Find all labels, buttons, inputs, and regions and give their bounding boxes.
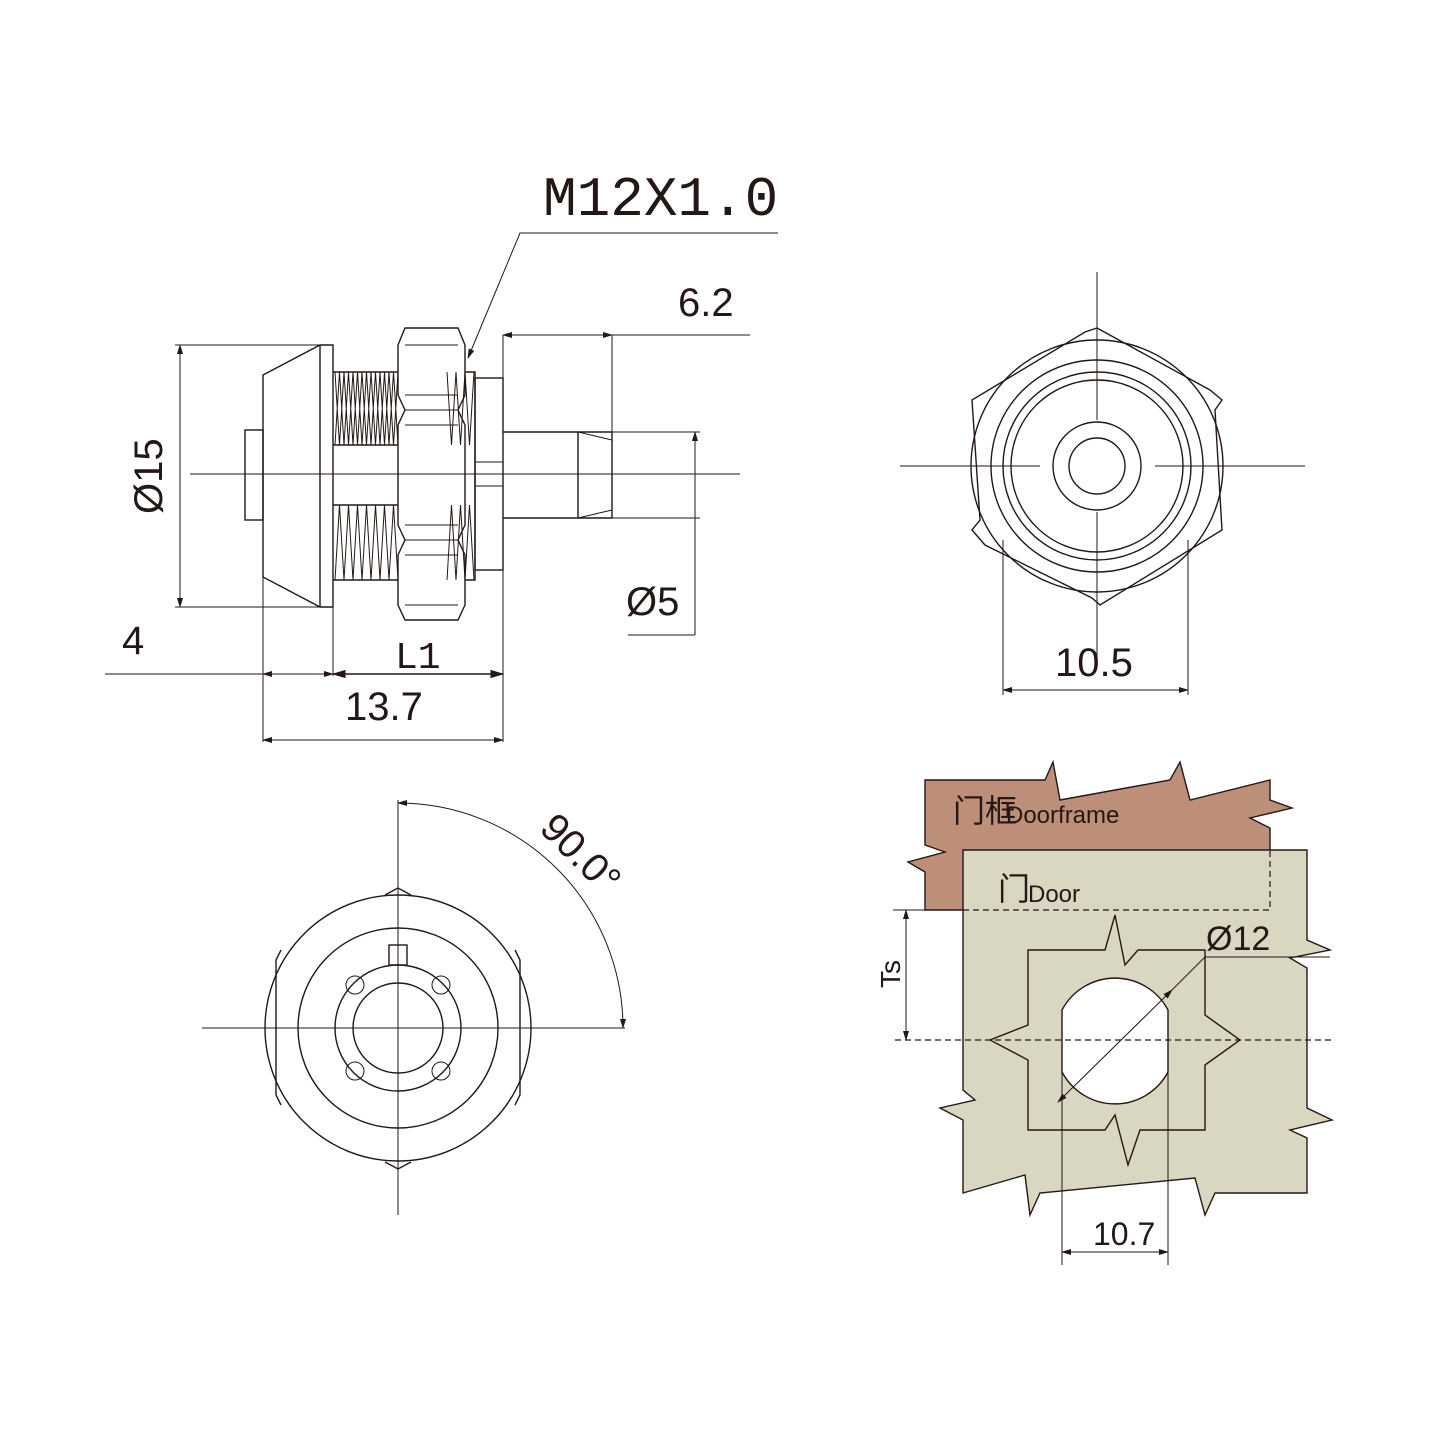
hidden-edge [963, 850, 1271, 911]
flange [262, 344, 334, 608]
hex-nut [397, 327, 466, 621]
dim-flange-diameter: Ø15 [127, 438, 171, 514]
leader [1171, 956, 1206, 991]
cutout-outline [988, 914, 1242, 1168]
installation-view: Ø12 10.7 Ts 门框 Doorframe 门 Door [875, 759, 1335, 1265]
washer [474, 377, 504, 571]
thread-body [333, 371, 398, 581]
pin-hole [345, 975, 365, 995]
rear-view: 90.0° [202, 800, 629, 1215]
hex-outline [971, 327, 1223, 606]
pin-hole [431, 1061, 451, 1081]
body-ring [1002, 371, 1192, 561]
doorframe-label-en: Doorframe [1006, 802, 1119, 829]
rotation-arc [397, 800, 626, 1029]
dim-l1: L1 [395, 637, 441, 680]
shaft [503, 431, 613, 519]
mounting-hole [1061, 977, 1169, 1105]
shaft-ring [1052, 421, 1142, 511]
shaft-core [1068, 437, 1126, 495]
pin-hole [345, 1061, 365, 1081]
doorframe-label-cn: 门框 [953, 793, 1017, 829]
dim-flange-thickness: 4 [122, 619, 144, 663]
nut-edges [405, 344, 458, 606]
pin-hole [431, 975, 451, 995]
side-view: 6.2 Ø5 Ø15 4 L1 13.7 M12X1.0 [105, 168, 778, 743]
rotation-angle: 90.0° [532, 805, 629, 902]
dim-shaft-length: 6.2 [678, 281, 734, 325]
door-label-cn: 门 [998, 871, 1030, 907]
dim-flat-width: 10.7 [1093, 1216, 1155, 1252]
thread-ring [990, 359, 1204, 573]
dim-hole-diameter: Ø12 [1206, 920, 1270, 958]
door-label-en: Door [1028, 881, 1080, 908]
thread-lines-right [446, 371, 475, 581]
thread-lines-left [334, 371, 399, 581]
front-view: 10.5 [900, 272, 1305, 695]
key-head [244, 429, 264, 521]
washer-slot [475, 461, 503, 487]
shaft-chamfer [577, 431, 613, 519]
inner-ring [1010, 379, 1184, 553]
thread-label: M12X1.0 [543, 168, 778, 232]
dim-arrow [1057, 989, 1173, 1103]
thread-leader [467, 232, 778, 359]
dim-ts: Ts [875, 960, 906, 988]
outer-ring [970, 339, 1224, 593]
dim-shaft-diameter: Ø5 [626, 580, 679, 624]
dim-width: 10.5 [1055, 641, 1133, 685]
dim-total-length: 13.7 [345, 685, 423, 729]
